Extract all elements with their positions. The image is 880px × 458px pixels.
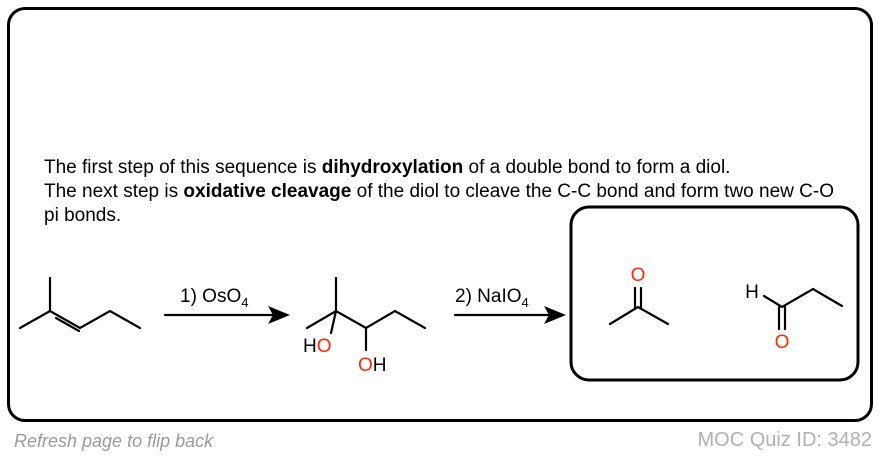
arrowhead-2 <box>544 306 566 324</box>
quiz-id: MOC Quiz ID: 3482 <box>697 429 872 451</box>
explanation-text: The first step of this sequence is dihyd… <box>44 156 844 228</box>
reagent-1: 1) OsO4 <box>180 286 248 310</box>
flip-hint: Refresh page to flip back <box>14 431 214 451</box>
hydroxyl-1: HO <box>303 336 332 357</box>
acetone-structure <box>608 286 670 326</box>
text: The next step is <box>44 181 184 202</box>
alkene-structure <box>18 276 142 333</box>
double-bond-inner <box>54 316 81 333</box>
keyword-oxidative-cleavage: oxidative cleavage <box>183 181 352 202</box>
diol-structure <box>305 276 427 352</box>
text: of the diol to cleave the C-C bond and f… <box>44 181 834 226</box>
aldehyde-oxygen: O <box>775 332 790 353</box>
ketone-oxygen: O <box>631 265 646 286</box>
products-box <box>569 205 860 382</box>
arrowhead-1 <box>268 306 290 324</box>
keyword-dihydroxylation: dihydroxylation <box>321 157 464 178</box>
quiz-card-back[interactable] <box>7 7 873 422</box>
text: of a double bond to form a diol. <box>463 157 731 178</box>
text: The first step of this sequence is <box>44 157 322 178</box>
reagent-2: 2) NaIO4 <box>455 286 529 310</box>
hydroxyl-2: OH <box>358 355 387 376</box>
propanal-structure <box>762 287 844 331</box>
aldehyde-hydrogen: H <box>745 282 759 303</box>
